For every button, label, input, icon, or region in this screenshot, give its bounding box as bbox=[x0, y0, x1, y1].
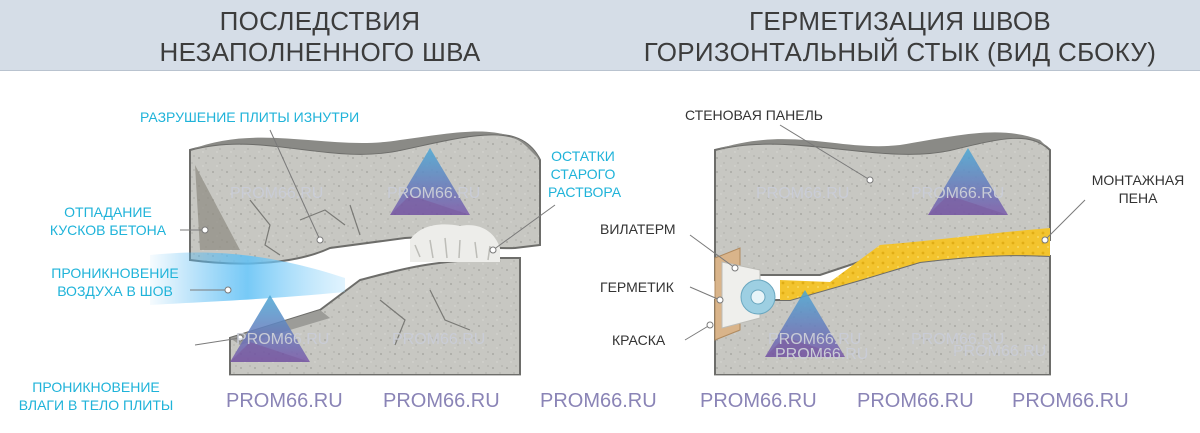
mounting-foam bbox=[780, 228, 1050, 300]
left-title-line1: ПОСЛЕДСТВИЯ bbox=[219, 6, 421, 36]
watermark-text: PROM66.RU bbox=[383, 390, 500, 412]
label-old-mortar-line3: РАСТВОРА bbox=[548, 184, 622, 200]
label-air-line2: ВОЗДУХА В ШОВ bbox=[57, 283, 173, 299]
watermark-text: PROM66.RU bbox=[756, 185, 850, 202]
label-moisture-penetration: ПРОНИКНОВЕНИЕ ВЛАГИ В ТЕЛО ПЛИТЫ bbox=[4, 378, 188, 414]
watermark-text: PROM66.RU bbox=[230, 185, 324, 202]
watermark-text: PROM66.RU bbox=[953, 343, 1047, 360]
watermark-text: PROM66.RU bbox=[540, 390, 657, 412]
left-old-mortar bbox=[410, 224, 500, 262]
label-mounting-foam: МОНТАЖНАЯ ПЕНА bbox=[1082, 171, 1194, 207]
right-title-line1: ГЕРМЕТИЗАЦИЯ ШВОВ bbox=[749, 6, 1051, 36]
watermark-text: PROM66.RU bbox=[392, 331, 486, 348]
diagrams-illustration bbox=[0, 124, 1200, 433]
label-old-mortar: ОСТАТКИ СТАРОГО РАСТВОРА bbox=[548, 147, 622, 201]
watermark-text: PROM66.RU bbox=[911, 185, 1005, 202]
right-title-line2: ГОРИЗОНТАЛЬНЫЙ СТЫК (ВИД СБОКУ) bbox=[643, 37, 1157, 67]
watermark-text: PROM66.RU bbox=[911, 331, 1005, 348]
label-air-penetration: ПРОНИКНОВЕНИЕ ВОЗДУХА В ШОВ bbox=[40, 264, 190, 300]
left-callout-lines bbox=[180, 129, 556, 346]
label-moisture-line1: ПРОНИКНОВЕНИЕ bbox=[32, 379, 160, 395]
watermark-logo bbox=[765, 290, 845, 357]
right-title: ГЕРМЕТИЗАЦИЯ ШВОВ ГОРИЗОНТАЛЬНЫЙ СТЫК (В… bbox=[600, 6, 1200, 68]
label-air-line1: ПРОНИКНОВЕНИЕ bbox=[51, 265, 179, 281]
label-falling-concrete: ОТПАДАНИЕ КУСКОВ БЕТОНА bbox=[38, 203, 178, 239]
watermark-text: PROM66.RU bbox=[775, 346, 869, 363]
bottom-band bbox=[0, 375, 1200, 433]
watermark-logo bbox=[230, 295, 310, 362]
left-title-line2: НЕЗАПОЛНЕННОГО ШВА bbox=[159, 37, 481, 67]
label-moisture-line2: ВЛАГИ В ТЕЛО ПЛИТЫ bbox=[18, 397, 174, 413]
label-wall-panel: СТЕНОВАЯ ПАНЕЛЬ bbox=[685, 107, 823, 123]
label-destruction: РАЗРУШЕНИЕ ПЛИТЫ ИЗНУТРИ bbox=[140, 109, 360, 125]
label-foam-line1: МОНТАЖНАЯ bbox=[1091, 172, 1185, 188]
left-title: ПОСЛЕДСТВИЯ НЕЗАПОЛНЕННОГО ШВА bbox=[80, 6, 560, 68]
label-vilaterm: ВИЛАТЕРМ bbox=[600, 221, 676, 237]
watermark-text: PROM66.RU bbox=[236, 331, 330, 348]
vilaterm-rod bbox=[740, 279, 776, 315]
label-old-mortar-line2: СТАРОГО bbox=[550, 166, 616, 182]
label-falling-line2: КУСКОВ БЕТОНА bbox=[49, 222, 167, 238]
label-sealant: ГЕРМЕТИК bbox=[600, 279, 674, 295]
label-old-mortar-line1: ОСТАТКИ bbox=[551, 148, 615, 164]
label-foam-line2: ПЕНА bbox=[1118, 190, 1158, 206]
watermark-text: PROM66.RU bbox=[857, 390, 974, 412]
air-flow bbox=[150, 252, 345, 305]
watermark-text: PROM66.RU bbox=[226, 390, 343, 412]
right-callout-lines bbox=[684, 124, 1086, 341]
watermark-logo bbox=[390, 148, 470, 215]
label-falling-line1: ОТПАДАНИЕ bbox=[64, 204, 152, 220]
header-bar: ПОСЛЕДСТВИЯ НЕЗАПОЛНЕННОГО ШВА ГЕРМЕТИЗА… bbox=[0, 0, 1200, 71]
watermark-logo bbox=[928, 148, 1008, 215]
label-paint: КРАСКА bbox=[612, 332, 666, 348]
watermark-text: PROM66.RU bbox=[387, 185, 481, 202]
watermark-text: PROM66.RU bbox=[768, 331, 862, 348]
watermark-text: PROM66.RU bbox=[700, 390, 817, 412]
watermark-text: PROM66.RU bbox=[1012, 390, 1129, 412]
